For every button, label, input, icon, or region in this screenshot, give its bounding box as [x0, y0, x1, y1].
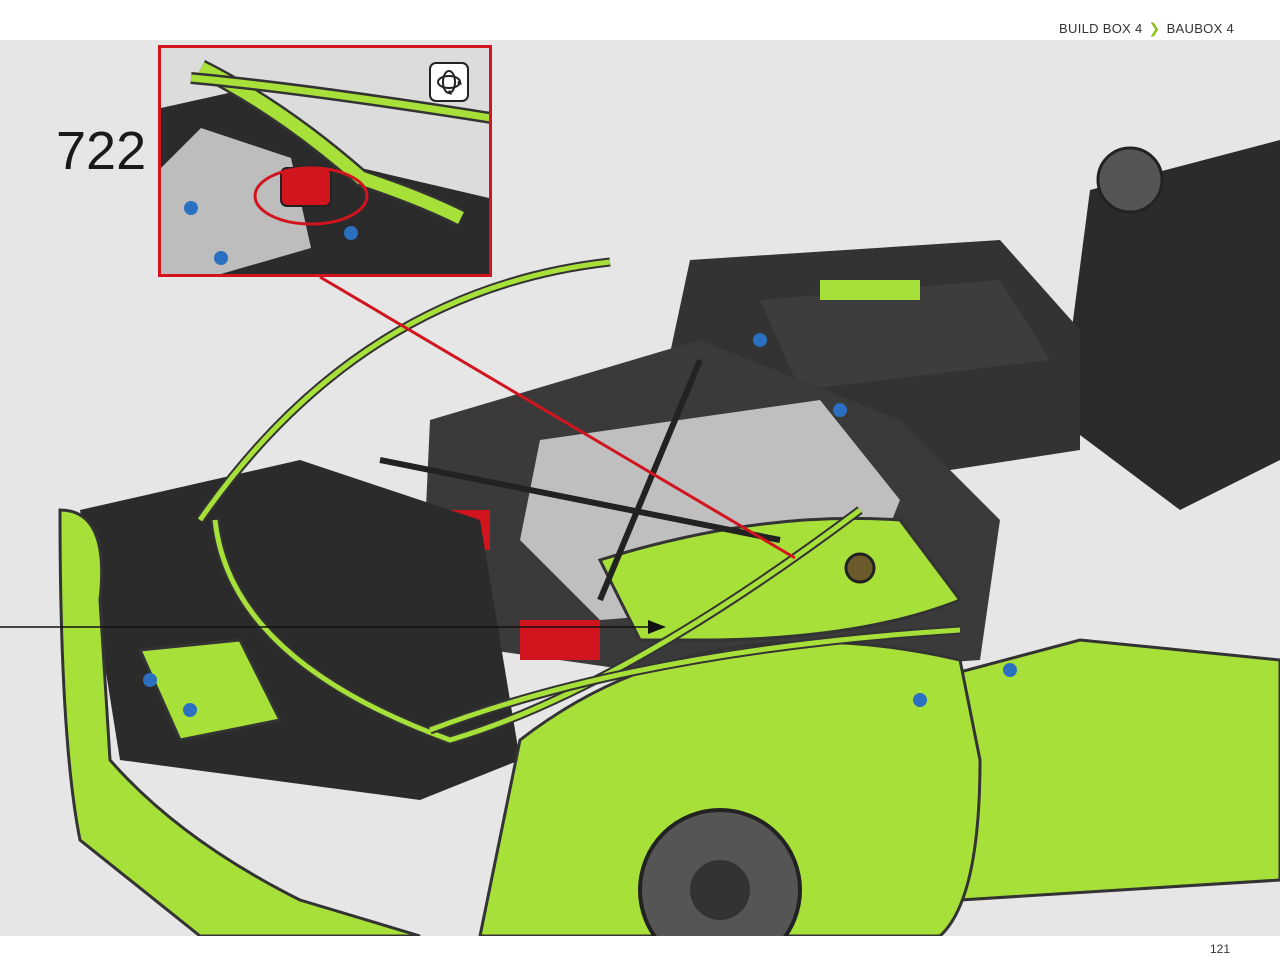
hood-panel	[597, 516, 963, 642]
cross-bar-1	[379, 457, 781, 543]
breadcrumb-baubox: BAUBOX 4	[1166, 21, 1234, 36]
lower-lime-hose	[212, 507, 862, 743]
blue-pin	[143, 673, 157, 687]
engine-lid	[760, 280, 1050, 390]
fuel-cap	[844, 552, 876, 584]
car-model-illustration	[0, 140, 1280, 936]
blue-pin	[833, 403, 847, 417]
callout-red-connector	[280, 167, 332, 207]
side-panel	[928, 638, 1280, 902]
blue-pin	[913, 693, 927, 707]
page-header: BUILD BOX 4 ❯ BAUBOX 4	[0, 0, 1280, 40]
front-nose	[58, 508, 421, 936]
engine-accent	[820, 280, 920, 300]
callout-beam	[161, 128, 311, 274]
red-piston-2	[520, 620, 600, 660]
detail-callout	[158, 45, 492, 277]
lime-hose	[197, 259, 611, 522]
build-illustration	[0, 40, 1280, 936]
blue-pin	[344, 226, 358, 240]
callout-leader-line	[319, 275, 796, 560]
fender-lime-hose	[429, 627, 961, 733]
nose-bracket	[137, 638, 283, 742]
cross-bar-2	[597, 358, 703, 602]
callout-highlight-ellipse	[253, 166, 369, 226]
breadcrumb-build-box: BUILD BOX 4	[1059, 21, 1143, 36]
callout-lime-hose	[190, 74, 489, 122]
blue-pin	[214, 251, 228, 265]
breadcrumb: BUILD BOX 4 ❯ BAUBOX 4	[1059, 20, 1234, 37]
blue-pin	[184, 201, 198, 215]
callout-detail-view	[161, 59, 489, 274]
blue-pin	[183, 703, 197, 717]
wheel-center	[690, 860, 750, 920]
breadcrumb-separator-icon: ❯	[1148, 20, 1161, 36]
placement-arrow-head-icon	[648, 620, 666, 634]
rotate-model-icon	[429, 62, 469, 102]
rear-wheel-hub	[1096, 146, 1164, 214]
page-number: 121	[1209, 942, 1230, 956]
step-number: 722	[56, 121, 147, 181]
blue-pin	[753, 333, 767, 347]
blue-pin	[1003, 663, 1017, 677]
rear-chassis	[1060, 140, 1280, 510]
callout-lime-panel	[198, 62, 464, 224]
